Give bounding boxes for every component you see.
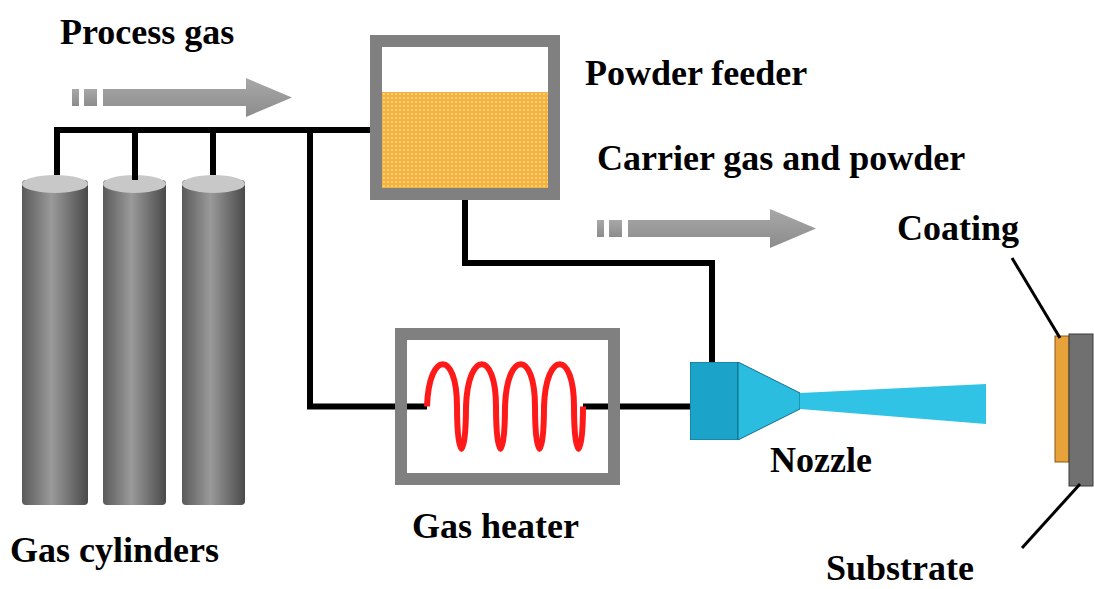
flow-arrow [597,209,816,248]
powder-fill [382,92,548,188]
gas-cylinder [103,175,166,505]
node-label: Gas cylinders [10,532,219,568]
gas-heater-box: Gas heater [395,328,620,485]
gas-cylinder [182,175,245,505]
node-label: Gas heater [395,508,596,544]
heating-coil [407,340,608,473]
part-label: Carrier gas and powder [597,140,965,176]
cylinder-group: Gas cylinders [15,175,300,575]
part-label: Coating [897,210,1019,246]
gas-pipe [132,130,138,180]
gas-line [620,404,690,410]
part-label: Substrate [826,550,974,586]
flow-arrow [72,78,292,117]
part-label: Process gas [60,14,234,50]
gas-cylinder [22,175,88,505]
gas-line [213,130,395,407]
nozzle: Nozzle [690,362,990,440]
leader-line [1022,484,1080,548]
node-label: Nozzle [770,442,872,478]
leader-line [1012,258,1060,338]
node-label: Powder feeder [585,55,807,91]
powder-feeder-box: Powder feeder [370,35,560,200]
nozzle-shape [690,362,990,440]
substrate-plate [1069,334,1093,486]
coating-layer [1055,336,1069,462]
